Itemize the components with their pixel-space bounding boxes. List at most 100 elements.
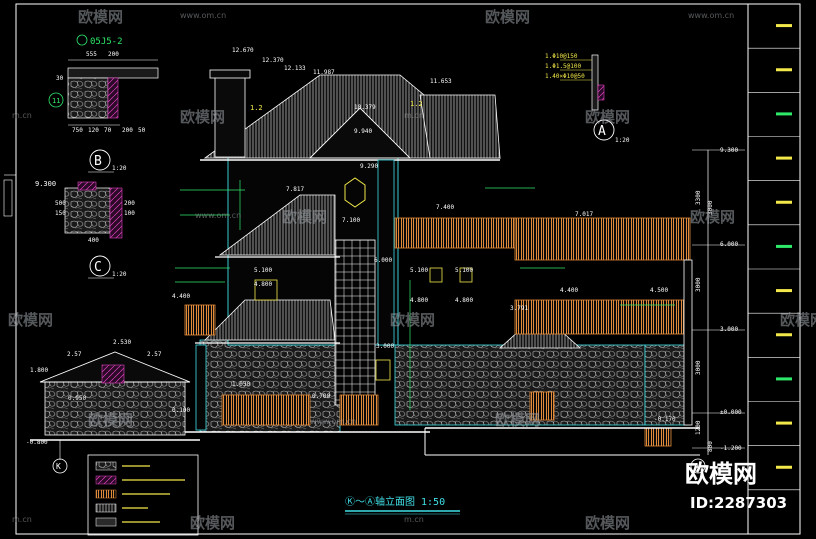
watermark-brand: 欧模网 [780,311,816,329]
legend-box [87,454,199,536]
detail-b-scale: 1:20 [112,165,127,172]
detail-a-note: 1.Φ10@150 [545,53,578,60]
watermark-url: m.cn [404,515,424,524]
elevation-label: 4.800 [455,297,473,304]
detail-dim: 750 [72,127,83,134]
detail-b-dim: 400 [88,237,99,244]
asset-id: ID:2287303 [690,494,787,512]
elevation-label: 2.57 [67,351,82,358]
elevation-label: 12.370 [262,57,284,64]
lower-roof [204,299,336,341]
stair-window [334,239,376,406]
elevation-label: 6.000 [374,257,392,264]
ground-railing-left [221,394,311,426]
elevation-label: 4.400 [172,293,190,300]
title-block-entry [776,200,792,204]
elevation-label: 7.817 [286,186,304,193]
elevation-label: 0.700 [312,393,330,400]
elevation-label: 0.950 [68,395,86,402]
title-block-entry [776,156,792,160]
elevation-label: 3.791 [510,305,528,312]
elevation-label: 11.653 [430,78,452,85]
detail-ref-label: 05J5-2 [90,37,123,47]
detail-a-note: 1.Φ1.5@100 [545,63,582,70]
title-block-entry [776,244,792,248]
octagon-window [344,177,366,208]
watermark-url: www.om.cn [688,11,734,20]
vertical-dim-text: 3000 [695,277,702,292]
title-block-entry [776,421,792,425]
vertical-dim-text: 800 [707,441,714,452]
elevation-label: ±0.000 [720,409,742,416]
title-block [748,24,800,491]
detail-dim: 200 [122,127,133,134]
title-block-entry [776,24,792,28]
elevation-label: 7.100 [342,217,360,224]
front-gable [308,107,412,159]
detail-b-dim: 500 [55,200,66,207]
detail-dim: 120 [88,127,99,134]
detail-c-scale: 1:20 [112,271,127,278]
detail-dim: 555 [86,51,97,58]
vertical-dim-text: 3000 [695,360,702,375]
watermark-url: www.om.cn [310,417,356,426]
left-margin-strip [3,174,16,217]
ground-railing-mid [339,394,379,426]
window [375,359,391,381]
watermark-brand: 欧模网 [78,8,123,26]
watermark-brand: 欧模网 [585,108,630,126]
stone-base-far-right [644,344,688,426]
elevation-label: 4.500 [650,287,668,294]
elevation-label: 2.530 [113,339,131,346]
vertical-dim-text: 1200 [695,420,702,435]
detail-top-left [48,34,159,126]
watermark-brand: 欧模网 [690,208,735,226]
terrace-railing [514,299,691,335]
elevation-label: 7.017 [575,211,593,218]
axis-bubbles [52,440,706,474]
brand-logo-text: 欧模网 [685,460,757,488]
elevation-label: 1.050 [232,381,250,388]
elevation-label: 3.000 [720,326,738,333]
axis-bubble-letter: A [694,462,699,471]
roof-slope-label: 1.2 [250,104,263,112]
elevation-label: 0.100 [172,407,190,414]
drawing-title: Ⓚ～Ⓐ轴立面图 1:50 [345,495,445,508]
watermark-url: www.om.cn [195,211,241,220]
elevation-label: 4.400 [560,287,578,294]
column [683,259,693,426]
elevation-label: 12.133 [284,65,306,72]
detail-b [64,149,123,239]
title-block-entry [776,68,792,72]
elevation-label: 11.987 [313,69,335,76]
chimney-cap [209,69,251,79]
pergola-railing [514,217,691,261]
elevation-label: 5.100 [254,267,272,274]
title-block-entry [776,333,792,337]
elevation-label: -0.170 [654,416,676,423]
elevation-label: 7.400 [436,204,454,211]
elevation-label: 12.670 [232,47,254,54]
detail-a-note: 1.40×Φ10@50 [545,73,585,80]
detail-dim: 30 [56,75,64,82]
detail-dim: 50 [138,127,146,134]
elevation-label: -1.200 [720,445,742,452]
watermark-brand: 欧模网 [585,514,630,532]
column [377,159,395,346]
watermark-brand: 欧模网 [485,8,530,26]
right-roof [419,94,501,159]
window [429,267,443,283]
chimney [214,74,246,158]
title-block-entry [776,465,792,469]
watermark-url: www.om.cn [180,11,226,20]
detail-a-scale: 1:20 [615,137,630,144]
axis-bubble-a [690,458,706,474]
elevation-label: 3.000 [376,343,394,350]
window [459,267,473,283]
detail-b-label: B [94,154,102,169]
elevation-label: 4.800 [254,281,272,288]
watermark-brand: 欧模网 [190,514,235,532]
vertical-dim-text: 3000 [707,200,714,215]
title-block-entry [776,289,792,293]
